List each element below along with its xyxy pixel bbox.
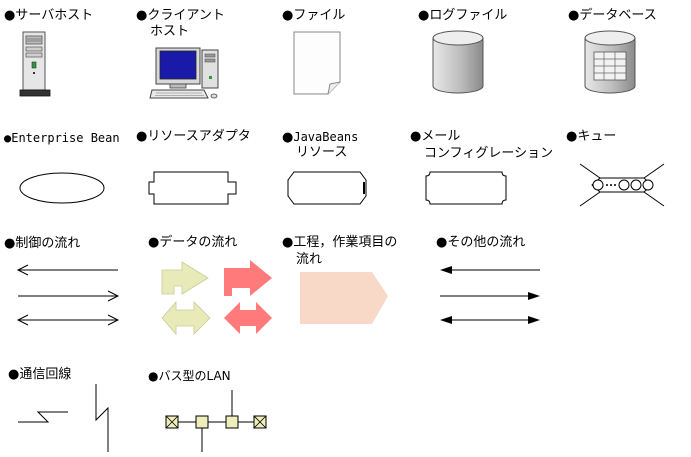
mail-config-label-line2: コンフィグレーション xyxy=(424,146,554,161)
bullet: ● xyxy=(136,129,148,144)
server-tower-icon xyxy=(19,31,51,97)
bullet: ● xyxy=(4,131,12,145)
mail-config-shape-icon xyxy=(425,171,507,205)
bullet: ● xyxy=(282,130,294,145)
process-flow-label-line2: 流れ xyxy=(296,252,323,267)
queue-icon xyxy=(579,163,665,207)
file-page-icon xyxy=(293,31,341,95)
bullet: ● xyxy=(410,129,422,144)
bus-lan-label: ●バス型のLAN xyxy=(148,369,231,383)
bullet: ● xyxy=(568,8,580,23)
bus-lan-icon xyxy=(165,390,267,452)
javabeans-resource-label: ●JavaBeans xyxy=(282,130,359,145)
comm-line-icon xyxy=(18,384,109,452)
enterprise-bean-ellipse-icon xyxy=(19,172,105,204)
bullet: ● xyxy=(136,8,148,23)
control-flow-arrows-icon xyxy=(16,264,120,326)
resource-adapter-label: ●リソースアダプタ xyxy=(136,129,251,144)
other-flow-arrows-icon xyxy=(440,266,540,324)
file-label: ●ファイル xyxy=(282,8,346,23)
bullet: ● xyxy=(282,8,294,23)
server-host-label: ●サーバホスト xyxy=(4,8,94,23)
client-pc-icon xyxy=(149,47,219,99)
client-host-label-line2: ホスト xyxy=(150,24,190,39)
bullet: ● xyxy=(418,8,430,23)
control-flow-label: ●制御の流れ xyxy=(4,236,81,251)
bullet: ● xyxy=(148,235,160,250)
bullet: ● xyxy=(436,235,448,250)
bullet: ● xyxy=(8,367,20,382)
database-cylinder-icon xyxy=(584,30,636,94)
process-flow-pentagon-icon xyxy=(300,272,388,324)
process-flow-label: ●工程，作業項目の xyxy=(282,235,398,250)
mail-config-label: ●メール xyxy=(410,129,461,144)
resource-adapter-shape-icon xyxy=(148,171,237,205)
bullet: ● xyxy=(566,129,578,144)
database-label: ●データベース xyxy=(568,8,657,23)
bullet: ● xyxy=(148,369,159,383)
bullet: ● xyxy=(282,235,294,250)
comm-line-label: ●通信回線 xyxy=(8,367,72,382)
bullet: ● xyxy=(4,236,16,251)
queue-label: ●キュー xyxy=(566,129,617,144)
data-flow-arrows-icon xyxy=(161,260,272,336)
client-host-label: ●クライアント xyxy=(136,8,225,23)
javabeans-resource-label-line2: リソース xyxy=(296,145,348,160)
bullet: ● xyxy=(4,8,16,23)
log-file-cylinder-icon xyxy=(432,30,484,94)
enterprise-bean-label: ●Enterprise Bean xyxy=(4,131,120,145)
javabeans-resource-shape-icon xyxy=(287,171,367,205)
data-flow-label: ●データの流れ xyxy=(148,235,238,250)
log-file-label: ●ログファイル xyxy=(418,8,508,23)
other-flow-label: ●その他の流れ xyxy=(436,235,526,250)
